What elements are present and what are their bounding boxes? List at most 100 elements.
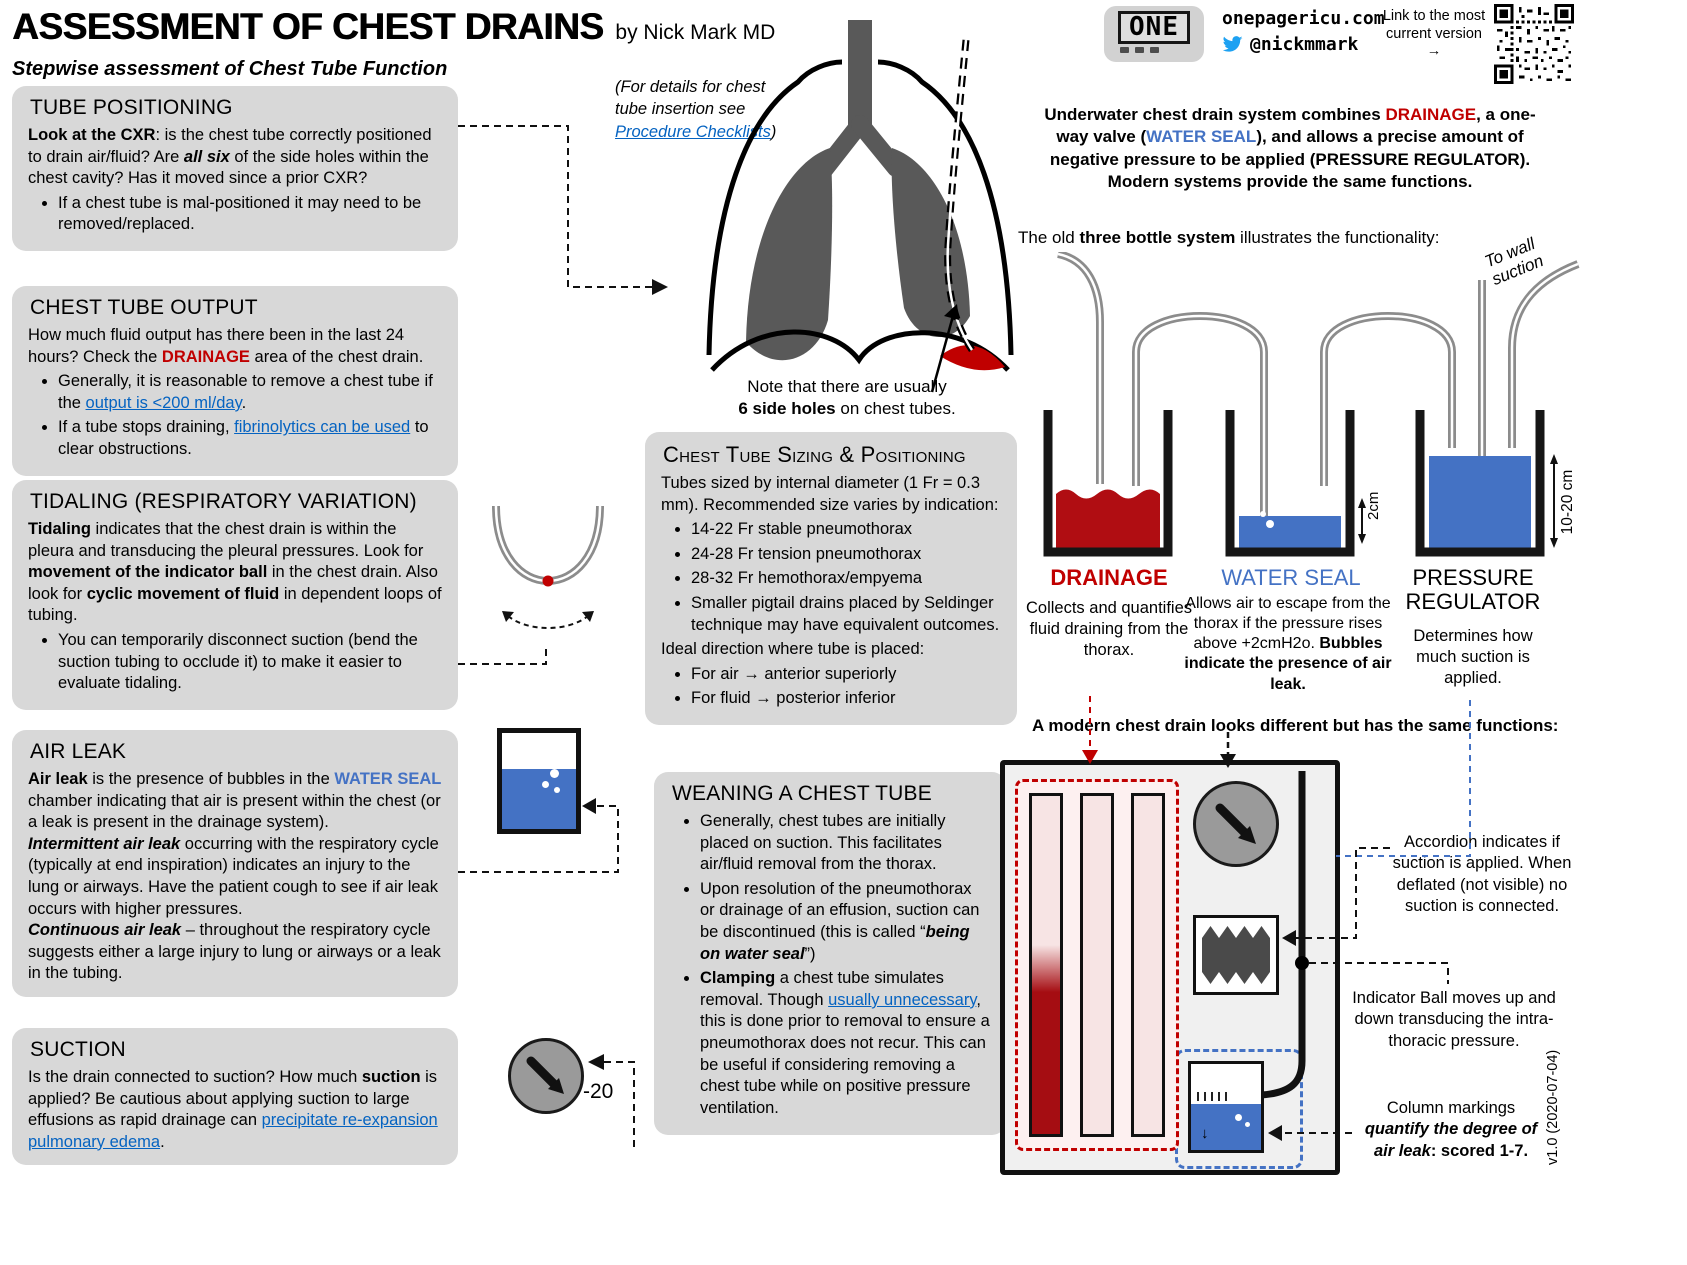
bullet-list: Generally, chest tubes are initially pla… [670, 811, 990, 1120]
accordion-annotation: Accordion indicates if suction is applie… [1392, 833, 1572, 916]
text-fragment: Look at the CXR [28, 126, 156, 144]
indicator-ball-annotation: Indicator Ball moves up and down transdu… [1352, 989, 1556, 1050]
text-fragment: to clear obstructions. [58, 418, 429, 459]
drainage-fluid [1032, 944, 1060, 1134]
fibrinolytics-link[interactable]: fibrinolytics can be used [234, 418, 411, 437]
text-fragment: Is the drain connected to suction? How m… [28, 1068, 362, 1086]
text-fragment: Upon resolution of the pneumothorax or d… [700, 879, 980, 942]
water-seal-chamber-small [497, 728, 581, 834]
text-fragment: is the presence of bubbles in the [87, 770, 335, 788]
text-fragment: of the side holes within the chest cavit… [28, 147, 429, 188]
bullet-list: You can temporarily disconnect suction (… [28, 630, 442, 695]
text-fragment: If a chest tube is mal-positioned it may… [58, 193, 422, 234]
section-title: SUCTION [30, 1038, 126, 1061]
list-item: You can temporarily disconnect suction (… [58, 630, 442, 695]
modern-chest-drain-diagram: ↓ [1000, 760, 1340, 1175]
water-seal-keyword: WATER SEAL [334, 770, 442, 788]
text-fragment: (For details for chest tube insertion se… [615, 78, 766, 119]
section-body: Look at the CXR: is the chest tube corre… [28, 125, 442, 190]
text-fragment: : scored 1-7. [1430, 1141, 1529, 1160]
modern-drain-heading: A modern chest drain looks different but… [1032, 716, 1559, 735]
text-fragment: Air leak [28, 770, 88, 788]
pressure-regulator-desc: Determines how much suction is applied. [1413, 627, 1533, 687]
text-fragment: is applied? Be cautious about applying s… [28, 1068, 438, 1130]
section-title: TUBE POSITIONING [30, 96, 233, 119]
text-fragment: The old [1018, 228, 1080, 247]
twitter-bird-icon [1222, 35, 1243, 52]
three-bottle-diagram: 2cm 10-20 cm [1043, 252, 1580, 557]
section-title: AIR LEAK [30, 740, 127, 763]
list-item: 14-22 Fr stable pneumothorax [691, 519, 1001, 541]
drainage-keyword: DRAINAGE [161, 347, 250, 366]
text-fragment: three bottle system [1079, 228, 1236, 247]
side-holes-note: Note that there are usually 6 side holes… [712, 376, 982, 420]
list-item: 28-32 Fr hemothorax/empyema [691, 568, 1001, 590]
direction-intro: Ideal direction where tube is placed: [661, 640, 925, 659]
text-fragment: Allows air to escape from the thorax if … [1185, 595, 1391, 653]
pulmonary-edema-link[interactable]: precipitate re-expansion pulmonary edema [28, 1111, 438, 1151]
list-item: Clamping a chest tube simulates removal.… [700, 968, 990, 1119]
procedure-checklists-link[interactable]: Procedure Checklists [615, 122, 771, 141]
section-tidaling: TIDALING (RESPIRATORY VARIATION) Tidalin… [12, 480, 458, 710]
text-fragment: You can temporarily disconnect suction (… [58, 631, 418, 693]
text-fragment: on chest tubes. [835, 399, 956, 419]
text-fragment: Column markings [1386, 1099, 1516, 1117]
text-fragment: 6 side holes [738, 399, 836, 419]
bullet-list: If a chest tube is mal-positioned it may… [28, 193, 442, 236]
drainage-desc: Collects and quantifies fluid draining f… [1026, 599, 1193, 659]
water-seal-fluid [1191, 1104, 1261, 1150]
text-fragment: ”) [804, 944, 816, 963]
insertion-note: (For details for chest tube insertion se… [615, 76, 797, 143]
suction-dial [508, 1038, 584, 1114]
list-item: Generally, chest tubes are initially pla… [700, 811, 990, 876]
list-item: If a chest tube is mal-positioned it may… [58, 193, 442, 236]
text-fragment: How much fluid output has there been in … [28, 326, 405, 366]
section-title: Chest Tube Sizing & Positioning [663, 442, 966, 467]
down-arrow-icon: ↓ [1201, 1125, 1209, 1142]
section-title: TIDALING (RESPIRATORY VARIATION) [30, 490, 417, 513]
section-title: CHEST TUBE OUTPUT [30, 296, 258, 319]
bubble [542, 781, 549, 788]
bullet-list: For air → anterior superiorly For fluid … [661, 664, 1001, 710]
page-subtitle: Stepwise assessment of Chest Tube Functi… [12, 58, 448, 80]
suction-dial-modern [1193, 781, 1279, 867]
bullet-list: Generally, it is reasonable to remove a … [28, 371, 442, 460]
text-fragment: illustrates the functionality: [1235, 228, 1440, 247]
suction-accordion [1193, 915, 1279, 995]
text-fragment: a chest tube simulates removal. Though [700, 969, 944, 1009]
qr-code [1494, 4, 1574, 84]
text-line: 6 side holes on chest tubes. [712, 398, 982, 420]
text-fragment: : is the chest tube correctly positioned… [28, 126, 432, 166]
twitter-handle[interactable]: @nickmmark [1250, 34, 1359, 55]
section-body: Tubes sized by internal diameter (1 Fr =… [661, 474, 999, 514]
column-markings-annotation: Column markings quantify the degree of a… [1354, 1098, 1548, 1162]
section-body: How much fluid output has there been in … [28, 325, 442, 368]
bubble [1245, 1122, 1250, 1127]
text-fragment: area of the chest drain. [249, 347, 424, 366]
page-title: ASSESSMENT OF CHEST DRAINS [12, 6, 604, 47]
drainage-column [1080, 793, 1114, 1137]
indicator-ball [1295, 956, 1309, 970]
bubble [550, 769, 559, 778]
text-fragment: Generally, it is reasonable to remove a … [58, 372, 433, 412]
output-threshold-link[interactable]: output is <200 ml/day [85, 393, 242, 412]
text-fragment: ), and allows a precise amount of negati… [1049, 127, 1531, 192]
website-link[interactable]: onepagericu.com [1222, 8, 1385, 29]
tubing-loop-diagram [492, 505, 604, 629]
clamping-unnecessary-link[interactable]: usually unnecessary [828, 990, 977, 1009]
text-fragment: Clamping [700, 969, 776, 988]
text-fragment: cyclic movement of fluid [86, 584, 280, 603]
water-seal-fluid [502, 769, 576, 829]
text-fragment: , a one-way valve ( [1056, 105, 1536, 147]
text-fragment: being on water seal [700, 923, 970, 963]
one-pager-logo: ONE [1104, 6, 1204, 62]
bubble [554, 787, 560, 793]
system-intro: Underwater chest drain system combines D… [1036, 104, 1544, 194]
drainage-label: DRAINAGE [1050, 565, 1168, 590]
text-fragment: Tidaling [28, 520, 91, 538]
list-item: If a tube stops draining, fibrinolytics … [58, 417, 442, 460]
text-fragment: Note that there are usually [747, 377, 947, 396]
list-item: For fluid → posterior inferior [691, 688, 1001, 710]
text-fragment: . [160, 1132, 165, 1151]
